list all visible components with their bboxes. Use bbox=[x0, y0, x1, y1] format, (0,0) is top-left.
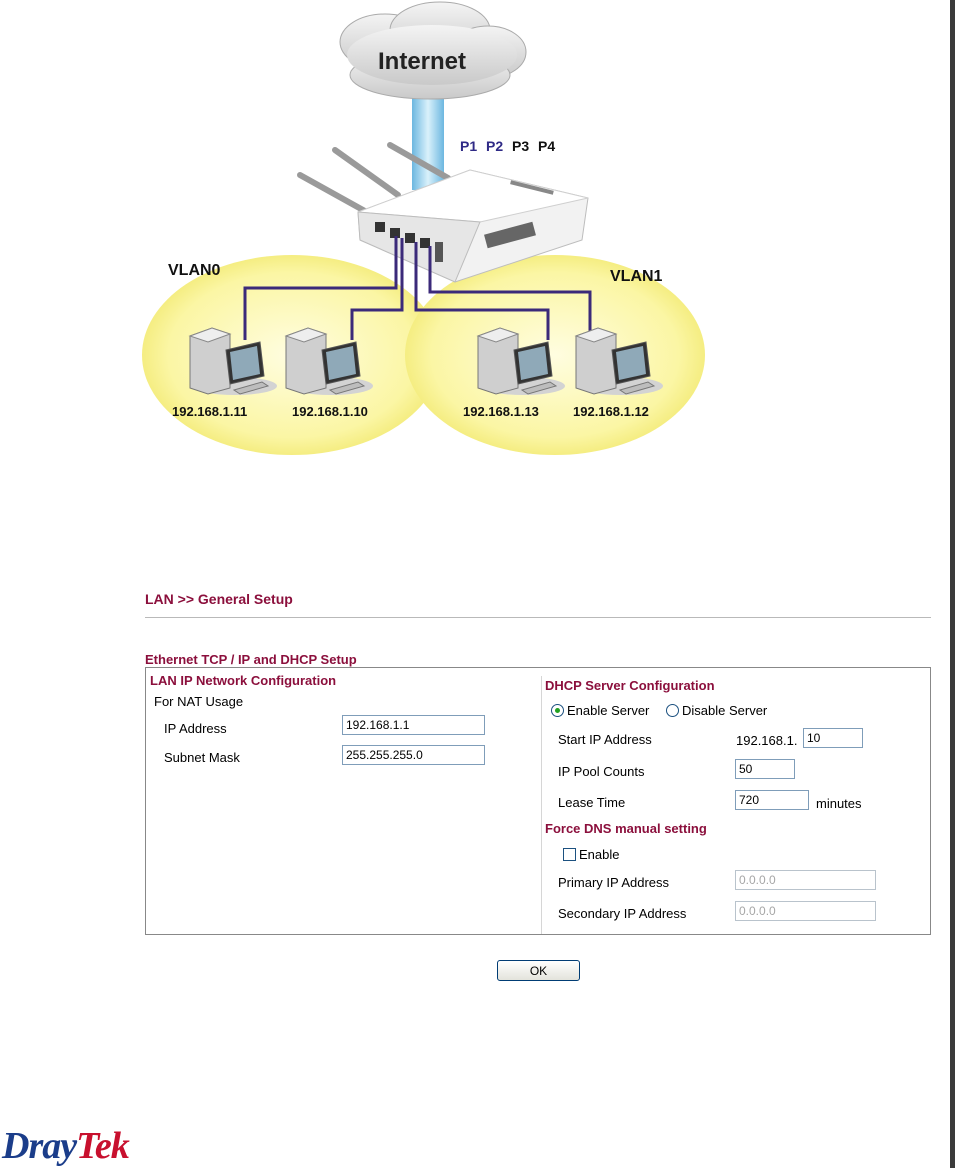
page-edge-bar bbox=[950, 0, 955, 1168]
vlan0-label: VLAN0 bbox=[168, 262, 221, 279]
ip-address-label: IP Address bbox=[164, 721, 227, 736]
vlan1-zone bbox=[405, 255, 705, 455]
port-label-p3: P3 bbox=[512, 138, 530, 154]
port-label-p1: P1 bbox=[460, 138, 478, 154]
lease-time-unit: minutes bbox=[816, 796, 862, 811]
ip-pool-counts-label: IP Pool Counts bbox=[558, 764, 645, 779]
computer-host-4 bbox=[574, 327, 663, 395]
logo-part-dray: Dray bbox=[2, 1125, 77, 1167]
section-title: Ethernet TCP / IP and DHCP Setup bbox=[145, 652, 357, 668]
disable-server-radio[interactable] bbox=[666, 704, 679, 717]
draytek-logo: DrayTek bbox=[2, 1124, 130, 1168]
host-ip-label: 192.168.1.13 bbox=[463, 404, 539, 419]
start-ip-input[interactable] bbox=[803, 728, 863, 748]
disable-server-label[interactable]: Disable Server bbox=[682, 703, 768, 718]
ethernet-links bbox=[243, 236, 592, 340]
page-title: LAN >> General Setup bbox=[145, 591, 293, 607]
port-label-p2: P2 bbox=[486, 138, 504, 154]
secondary-ip-label: Secondary IP Address bbox=[558, 906, 687, 921]
port-label-p4: P4 bbox=[538, 138, 556, 154]
secondary-ip-input[interactable] bbox=[735, 901, 876, 921]
start-ip-prefix: 192.168.1. bbox=[736, 733, 798, 748]
host-ip-label: 192.168.1.10 bbox=[292, 404, 368, 419]
internet-label: Internet bbox=[378, 48, 467, 75]
subnet-mask-label: Subnet Mask bbox=[164, 750, 240, 765]
dhcp-config-heading: DHCP Server Configuration bbox=[545, 678, 715, 693]
nat-usage-label: For NAT Usage bbox=[154, 694, 244, 709]
ip-pool-counts-input[interactable] bbox=[735, 759, 795, 779]
lease-time-label: Lease Time bbox=[558, 795, 626, 810]
host-ip-label: 192.168.1.11 bbox=[172, 404, 248, 419]
force-dns-heading: Force DNS manual setting bbox=[545, 821, 707, 836]
vlan1-label: VLAN1 bbox=[610, 268, 663, 285]
diagram-graphic bbox=[142, 1, 705, 455]
primary-ip-input[interactable] bbox=[735, 870, 876, 890]
subnet-mask-input[interactable] bbox=[342, 745, 485, 765]
dns-enable-label[interactable]: Enable bbox=[579, 847, 620, 862]
enable-server-radio[interactable] bbox=[551, 704, 564, 717]
primary-ip-label: Primary IP Address bbox=[558, 875, 670, 890]
start-ip-label: Start IP Address bbox=[558, 732, 652, 747]
ok-button[interactable]: OK bbox=[497, 960, 580, 981]
enable-server-label[interactable]: Enable Server bbox=[567, 703, 650, 718]
host-ip-label: 192.168.1.12 bbox=[573, 404, 649, 419]
computer-host-1 bbox=[188, 327, 277, 395]
router-antennas bbox=[297, 142, 451, 218]
lan-dhcp-setup-panel: LAN IP Network Configuration For NAT Usa… bbox=[145, 667, 931, 935]
computer-host-3 bbox=[476, 327, 565, 395]
computer-host-2 bbox=[284, 327, 373, 395]
title-divider bbox=[145, 617, 931, 618]
lan-ip-config-heading: LAN IP Network Configuration bbox=[150, 673, 337, 688]
dns-enable-checkbox[interactable] bbox=[563, 848, 576, 861]
internet-cloud bbox=[339, 1, 527, 100]
lease-time-input[interactable] bbox=[735, 790, 809, 810]
column-divider bbox=[541, 676, 542, 934]
ip-address-input[interactable] bbox=[342, 715, 485, 735]
logo-part-tek: Tek bbox=[76, 1125, 130, 1167]
vlan-network-diagram: Internet P1 P2 P3 P4 VLAN0 VLAN1 192.168… bbox=[0, 0, 955, 470]
